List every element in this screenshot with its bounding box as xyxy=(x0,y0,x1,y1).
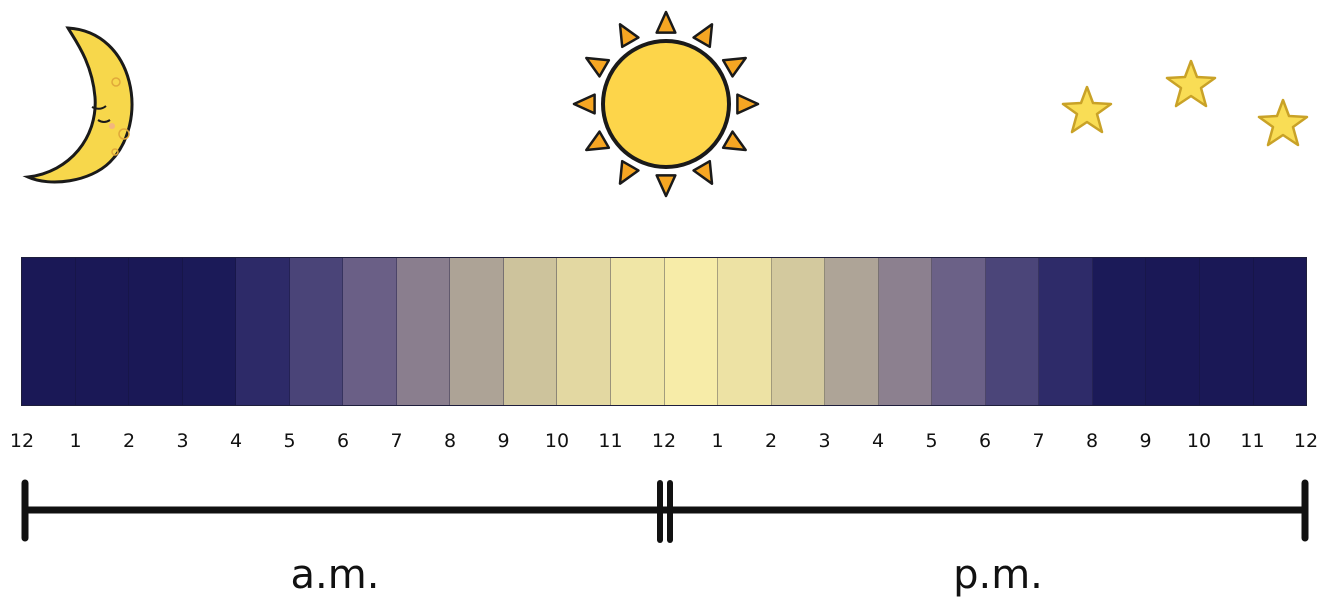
hour-label: 4 xyxy=(871,430,885,452)
hour-label: 3 xyxy=(176,430,189,452)
hour-segment xyxy=(22,258,76,405)
hour-label: 7 xyxy=(390,430,403,452)
sun-ray xyxy=(618,159,640,185)
hour-label: 12 xyxy=(1293,430,1319,452)
sun-ray xyxy=(692,23,714,49)
hour-segment xyxy=(1039,258,1093,405)
hour-segment xyxy=(289,258,344,405)
am-label: a.m. xyxy=(290,552,380,598)
crescent-moon-icon xyxy=(22,26,134,184)
am-pm-bar xyxy=(21,479,1309,543)
hour-segment xyxy=(236,258,290,405)
star-icon xyxy=(1061,85,1113,134)
star-icon xyxy=(1165,59,1217,108)
hour-segment xyxy=(1253,258,1307,405)
hour-label: 3 xyxy=(818,430,831,452)
hour-segment xyxy=(396,258,451,405)
sun-ray xyxy=(655,10,677,34)
hour-label: 4 xyxy=(229,430,243,452)
hour-segment xyxy=(771,258,826,405)
hour-segment xyxy=(825,258,879,405)
hour-label: 1 xyxy=(711,430,724,452)
hour-label: 8 xyxy=(1085,430,1099,452)
hour-label: 8 xyxy=(443,430,457,452)
hour-segment xyxy=(129,258,183,405)
sun-ray xyxy=(585,56,611,78)
hour-label: 10 xyxy=(544,430,570,452)
hour-segment xyxy=(450,258,504,405)
sun-ray xyxy=(655,174,677,198)
hour-label: 7 xyxy=(1032,430,1045,452)
sun-ray xyxy=(692,159,714,185)
sun-ray xyxy=(721,56,747,78)
hour-segment xyxy=(1092,258,1147,405)
hour-segment xyxy=(1146,258,1201,405)
hour-label: 5 xyxy=(925,430,938,452)
hour-segment xyxy=(985,258,1040,405)
hour-segment xyxy=(1200,258,1254,405)
stars-icon xyxy=(1061,59,1309,147)
hour-segment xyxy=(932,258,986,405)
hour-label: 11 xyxy=(598,430,623,452)
star-icon xyxy=(1257,98,1309,147)
hour-label: 1 xyxy=(69,430,82,452)
hour-label: 2 xyxy=(122,430,136,452)
hour-segment xyxy=(718,258,772,405)
hour-label: 9 xyxy=(497,430,510,452)
hour-label: 9 xyxy=(1139,430,1152,452)
hour-label: 6 xyxy=(978,430,992,452)
hour-segment xyxy=(878,258,933,405)
sun-ray xyxy=(585,130,611,152)
hour-segment xyxy=(182,258,237,405)
hour-label: 2 xyxy=(764,430,778,452)
hour-label: 5 xyxy=(283,430,296,452)
hour-segment xyxy=(343,258,397,405)
hour-segment xyxy=(611,258,665,405)
day-night-timeline xyxy=(21,257,1307,406)
hour-label: 6 xyxy=(336,430,350,452)
sun-ray xyxy=(736,93,760,115)
hour-segment xyxy=(664,258,719,405)
hour-label: 10 xyxy=(1186,430,1212,452)
sun-ray xyxy=(721,130,747,152)
hour-segment xyxy=(503,258,558,405)
pm-label: p.m. xyxy=(953,552,1043,598)
hour-segment xyxy=(75,258,130,405)
hour-label: 12 xyxy=(651,430,677,452)
hour-segment xyxy=(557,258,612,405)
hour-label: 11 xyxy=(1240,430,1265,452)
sun-icon xyxy=(572,10,760,198)
sun-ray xyxy=(572,93,596,115)
hour-label: 12 xyxy=(9,430,35,452)
sun-ray xyxy=(618,23,640,49)
